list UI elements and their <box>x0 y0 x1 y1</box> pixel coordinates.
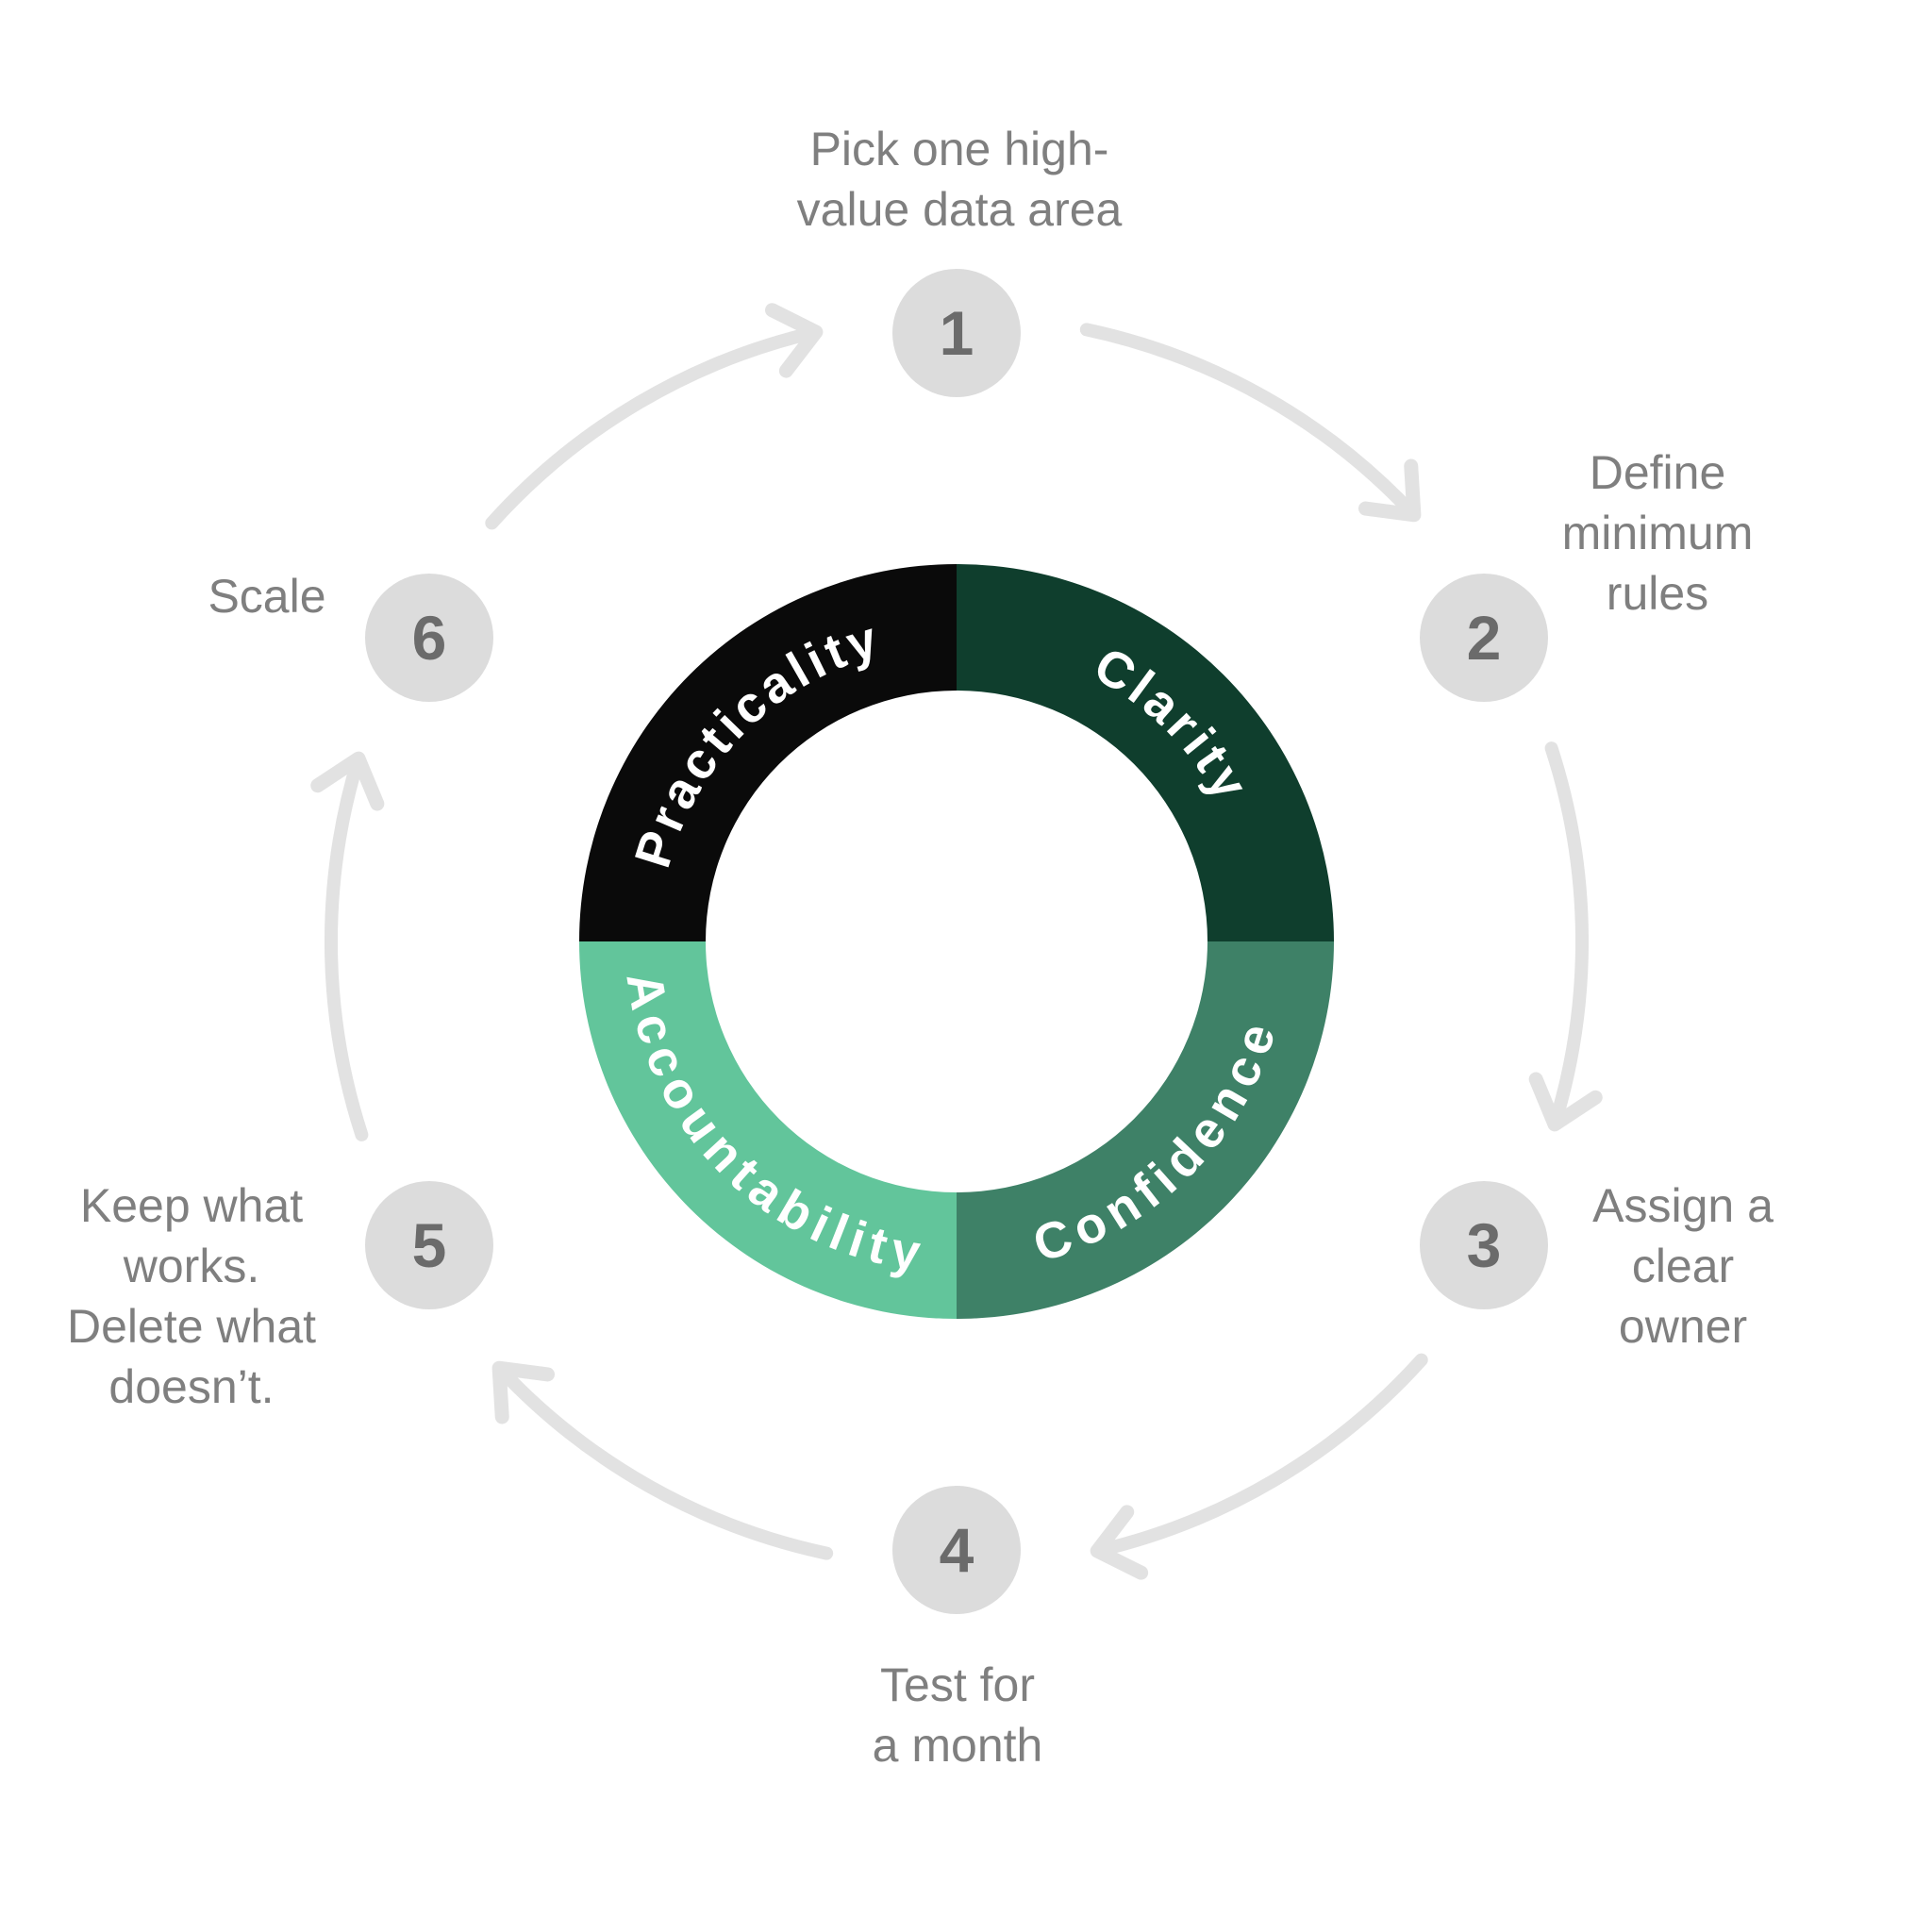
step-6-badge: 6 <box>365 574 493 702</box>
ring-segment-clarity <box>957 564 1334 941</box>
step-4-label: Test for a month <box>872 1658 1043 1772</box>
arrow-arc-step2-step3 <box>1528 741 1603 1132</box>
step-4-number: 4 <box>939 1515 974 1585</box>
step-4-badge: 4 <box>892 1486 1021 1614</box>
step-3-badge: 3 <box>1420 1181 1548 1309</box>
ring-segment-practicality <box>579 564 957 941</box>
ring-segment-confidence <box>957 941 1334 1319</box>
step-2-badge: 2 <box>1420 574 1548 702</box>
step-1-number: 1 <box>939 298 974 368</box>
step-3-number: 3 <box>1466 1210 1502 1280</box>
step-6-number: 6 <box>411 603 447 673</box>
arrow-arc-step3-step4 <box>1090 1353 1428 1580</box>
step-5-badge: 5 <box>365 1181 493 1309</box>
arrow-arc-step1-step2 <box>1079 323 1422 523</box>
step-6-label: Scale <box>208 570 326 623</box>
step-1-label: Pick one high- value data area <box>796 123 1123 236</box>
step-5-label: Keep what works. Delete what doesn’t. <box>66 1179 317 1413</box>
step-2-number: 2 <box>1466 603 1502 673</box>
step-1-badge: 1 <box>892 269 1021 397</box>
arrow-arc-step6-step1 <box>485 303 824 530</box>
arrow-arc-step5-step6 <box>310 751 385 1141</box>
step-5-number: 5 <box>411 1210 447 1280</box>
arrow-arc-step4-step5 <box>491 1360 834 1560</box>
step-2-label: Define minimum rules <box>1561 446 1754 620</box>
ring-segment-accountability <box>579 941 957 1319</box>
step-3-label: Assign a clear owner <box>1592 1179 1774 1353</box>
